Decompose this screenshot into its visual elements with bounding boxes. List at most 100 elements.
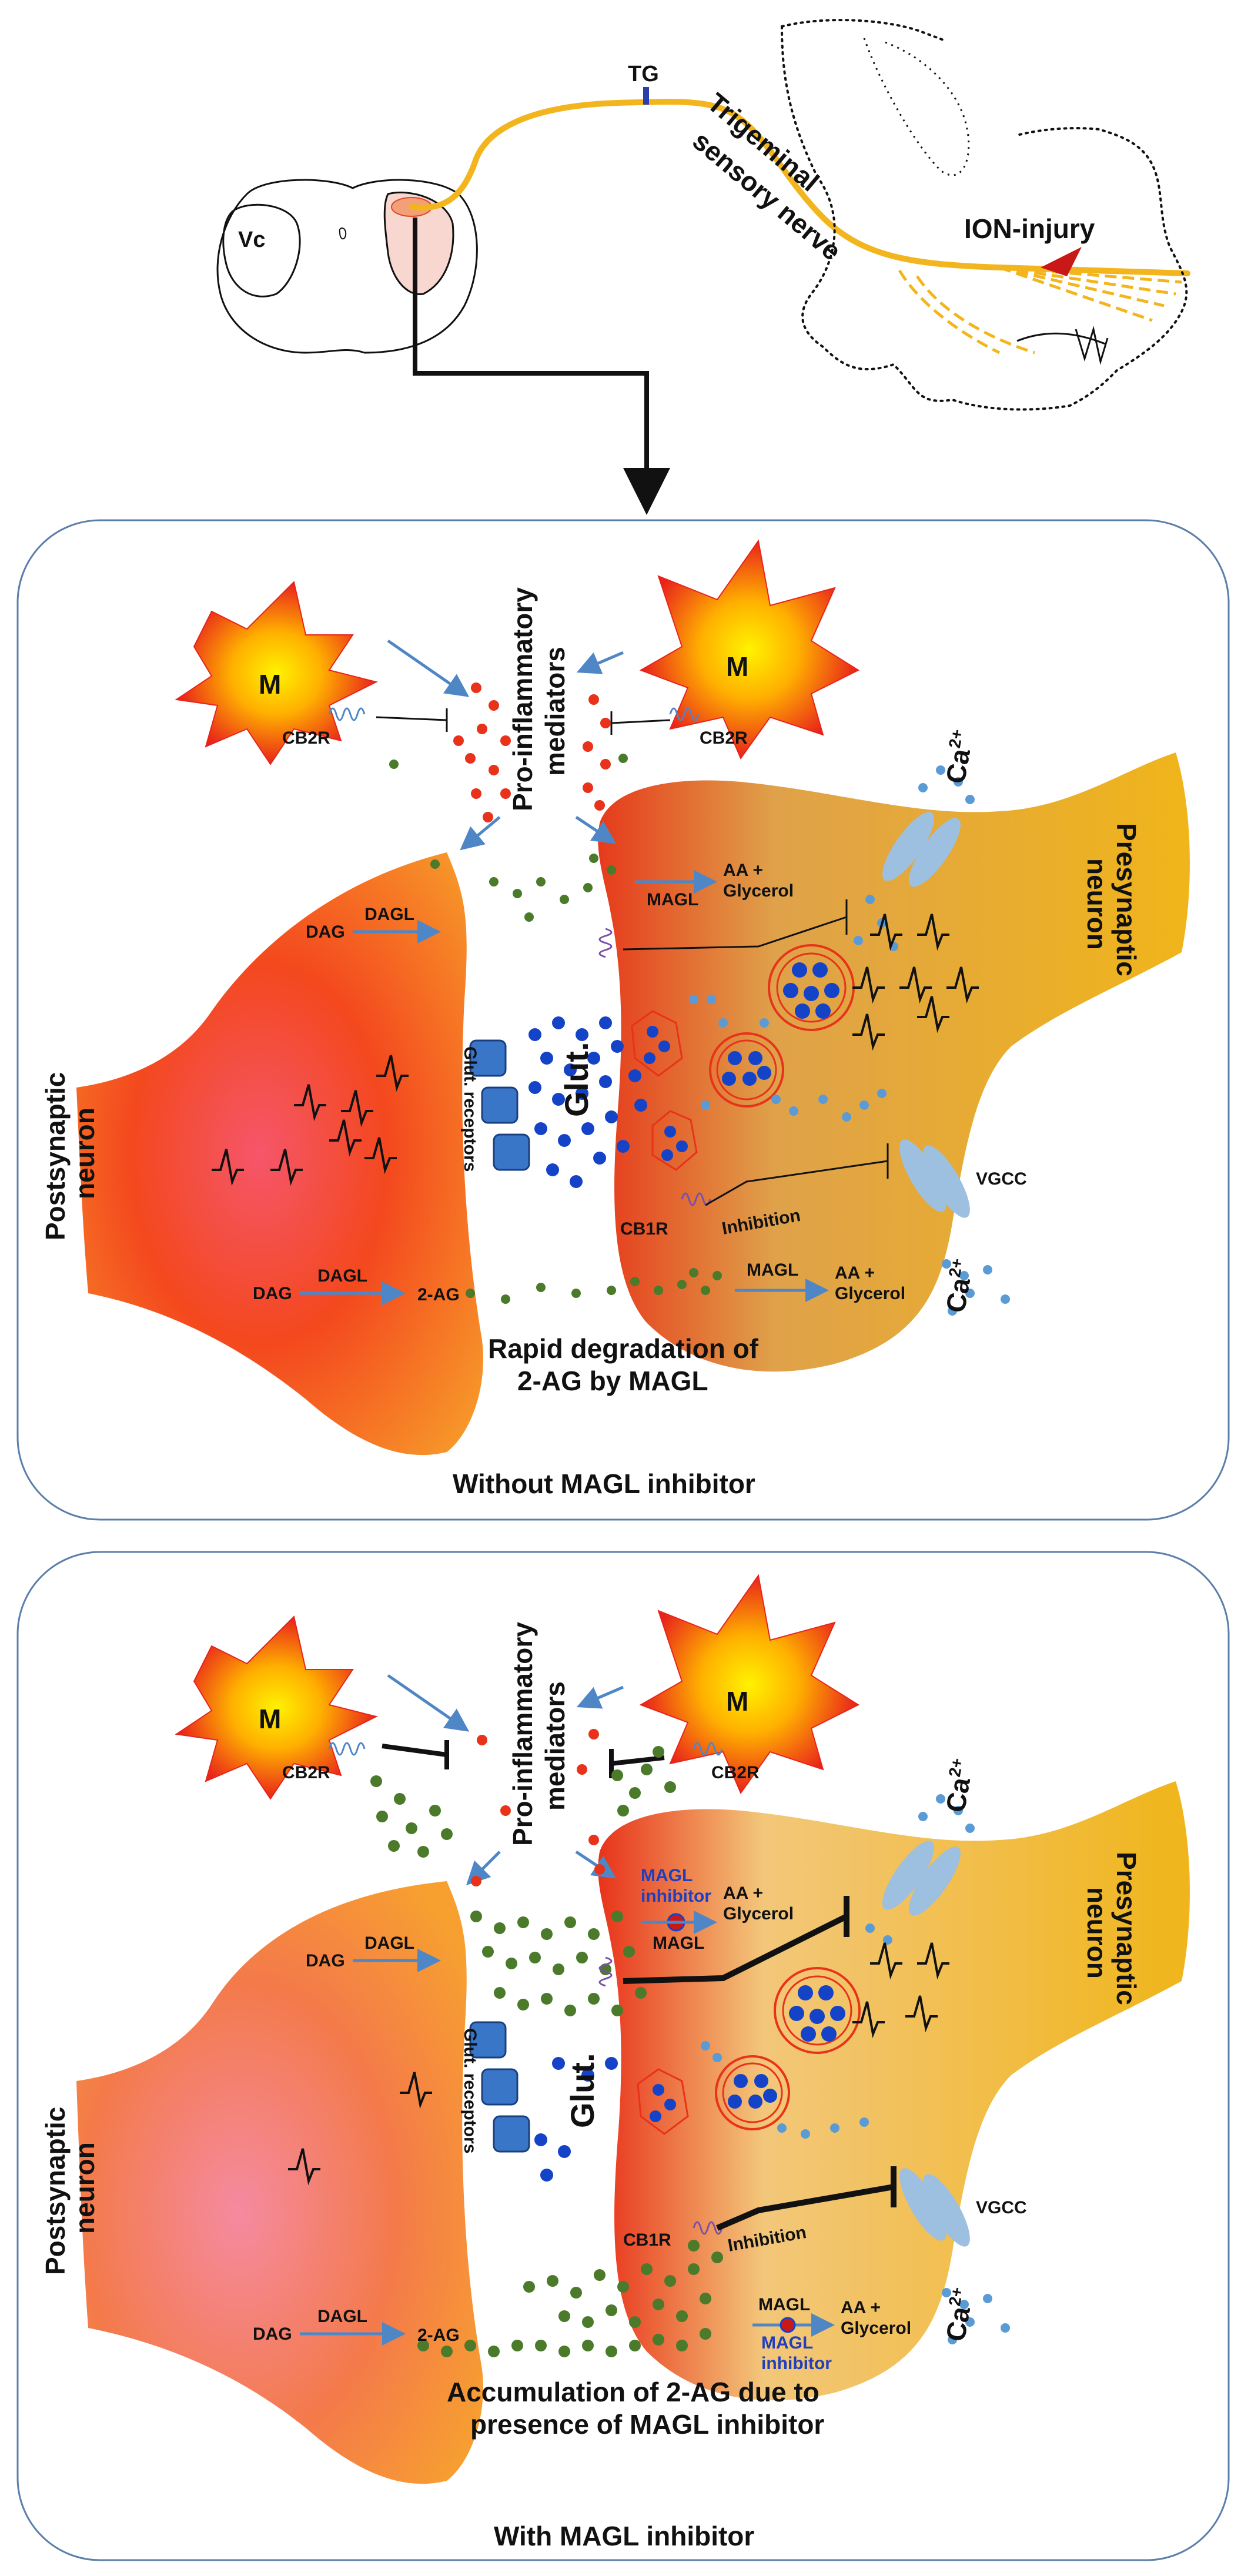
panel-with-inhibitor: M M CB2R CB2R Pro-inflammatory mediators (16, 1551, 1230, 2561)
panel-frame (16, 519, 1230, 1521)
inhibitor-dot-bottom (780, 2317, 796, 2333)
magl-top: MAGL (647, 890, 698, 909)
bottom-note-2: 2-AG by MAGL (517, 1366, 708, 1396)
action-potentials-post (212, 1055, 409, 1186)
cb1r-label: CB1R (623, 2230, 671, 2250)
injury-label: ION-injury (964, 213, 1095, 244)
vgcc-label: VGCC (976, 1169, 1027, 1189)
glut-label: Glut. (558, 1042, 595, 1117)
presynaptic-label-2: neuron (1082, 1887, 1112, 1979)
microglia-right-label: M (726, 1686, 748, 1717)
cb2r-left (328, 707, 366, 721)
ca-top: Ca2+ (939, 1757, 979, 1815)
light-blue-dots (701, 1794, 1010, 2344)
presynaptic-label-1: Presynaptic (1111, 1852, 1142, 2005)
presynaptic-label-1: Presynaptic (1111, 823, 1142, 976)
microglia-right (639, 1574, 860, 1795)
bottom-note-1: Accumulation of 2-AG due to (447, 2377, 819, 2407)
glut-label: Glut. (564, 2053, 601, 2128)
ca-top-base: Ca (940, 746, 976, 785)
ca-bottom: Ca2+ (940, 1257, 976, 1315)
svg-text:Ca2+: Ca2+ (939, 2286, 979, 2344)
postsynaptic-neuron (76, 852, 483, 1456)
cb1r-top (598, 928, 613, 958)
brainstem-section (216, 179, 478, 354)
vgcc-top (882, 812, 961, 887)
aa-top-2: Glycerol (723, 1904, 794, 1923)
pro-inflammatory-label-1: Pro-inflammatory (507, 587, 538, 811)
release-arrow-right (576, 651, 624, 674)
cb2r-left-label: CB2R (282, 1763, 330, 1782)
injury-marker (1041, 247, 1082, 276)
cb2r-inhibition-right (610, 711, 671, 735)
cb2r-left-label: CB2R (282, 728, 330, 748)
mediator-arrow-pre (575, 1850, 617, 1879)
cb2r-left (328, 1742, 366, 1756)
panel-caption: Without MAGL inhibitor (453, 1468, 755, 1499)
ca-bottom-base: Ca (940, 2304, 976, 2343)
magl-bottom: MAGL (758, 2295, 810, 2314)
magl-top: MAGL (653, 1933, 704, 1953)
aa-bottom-1: AA + (841, 2298, 881, 2317)
ca-bottom: Ca2+ (939, 2286, 979, 2344)
vesicles (637, 1967, 861, 2135)
ca-top: Ca2+ (939, 728, 979, 786)
mediator-arrow-pre (575, 815, 617, 844)
ca-bottom-sup: 2+ (945, 2286, 966, 2307)
bottom-note-1: Rapid degradation of (488, 1333, 759, 1364)
cb2r-inhibition-left (376, 708, 448, 732)
svg-text:Ca2+: Ca2+ (939, 1757, 979, 1815)
cb2r-inhibition-right (609, 1749, 665, 1778)
mediator-dots (453, 683, 611, 822)
connector-arrow (413, 218, 670, 515)
trigeminal-nerve (409, 99, 1190, 276)
release-arrow-left (387, 1674, 470, 1732)
postsynaptic-label-2: neuron (69, 2142, 100, 2234)
cb1r-top (598, 1956, 613, 1987)
nerve-branches (898, 266, 1182, 354)
cb1r-bottom (681, 1192, 711, 1206)
vgcc-bottom (899, 2168, 970, 2247)
microglia-left-label: M (259, 1704, 281, 1734)
glutamate-dots (534, 2057, 618, 2182)
postsynaptic-label-1: Postsynaptic (40, 1072, 71, 1240)
light-blue-dots (689, 765, 1010, 1316)
two-ag-dots (389, 754, 722, 1304)
aa-bottom-2: Glycerol (835, 1284, 905, 1303)
glut-receptors-label: Glut. receptors (460, 2028, 480, 2153)
teeth (1075, 326, 1109, 365)
dagl-top: DAGL (364, 1933, 414, 1953)
ca-bottom-base: Ca (940, 1275, 976, 1314)
dag-bottom: DAG (253, 2324, 292, 2344)
postsynaptic-label-2: neuron (69, 1108, 100, 1199)
inhibition-line-bottom (716, 2166, 897, 2231)
central-canal (339, 228, 347, 240)
magl-inhibitor-bottom-1: MAGL (761, 2333, 813, 2353)
cb2r-right-label: CB2R (700, 728, 748, 748)
aa-bottom-1: AA + (835, 1263, 875, 1283)
svg-text:Ca2+: Ca2+ (939, 728, 979, 786)
aa-top-2: Glycerol (723, 881, 794, 901)
cb2r-inhibition-left (382, 1740, 449, 1769)
ca-top-sup: 2+ (945, 1757, 966, 1778)
postsynaptic-neuron (76, 1881, 483, 2484)
presynaptic-label-2: neuron (1082, 858, 1112, 950)
dagl-bottom: DAGL (317, 2307, 367, 2326)
panel-frame (16, 1551, 1230, 2561)
dagl-bottom: DAGL (317, 1266, 367, 1286)
vc-label: Vc (238, 228, 265, 252)
glut-receptors (469, 2021, 530, 2153)
aa-top-1: AA + (723, 1884, 763, 1903)
microglia-left-label: M (259, 669, 281, 700)
face-outline (781, 19, 1188, 411)
vgcc-top (882, 1841, 961, 1916)
ca-top-sup: 2+ (945, 728, 966, 750)
ca-top-base: Ca (940, 1775, 976, 1814)
magl-bottom: MAGL (747, 1260, 798, 1280)
presynaptic-neuron (598, 752, 1190, 1372)
microglia-left (175, 581, 378, 765)
ca-bottom-sup: 2+ (945, 1257, 966, 1279)
mediator-dots (471, 1729, 605, 1886)
